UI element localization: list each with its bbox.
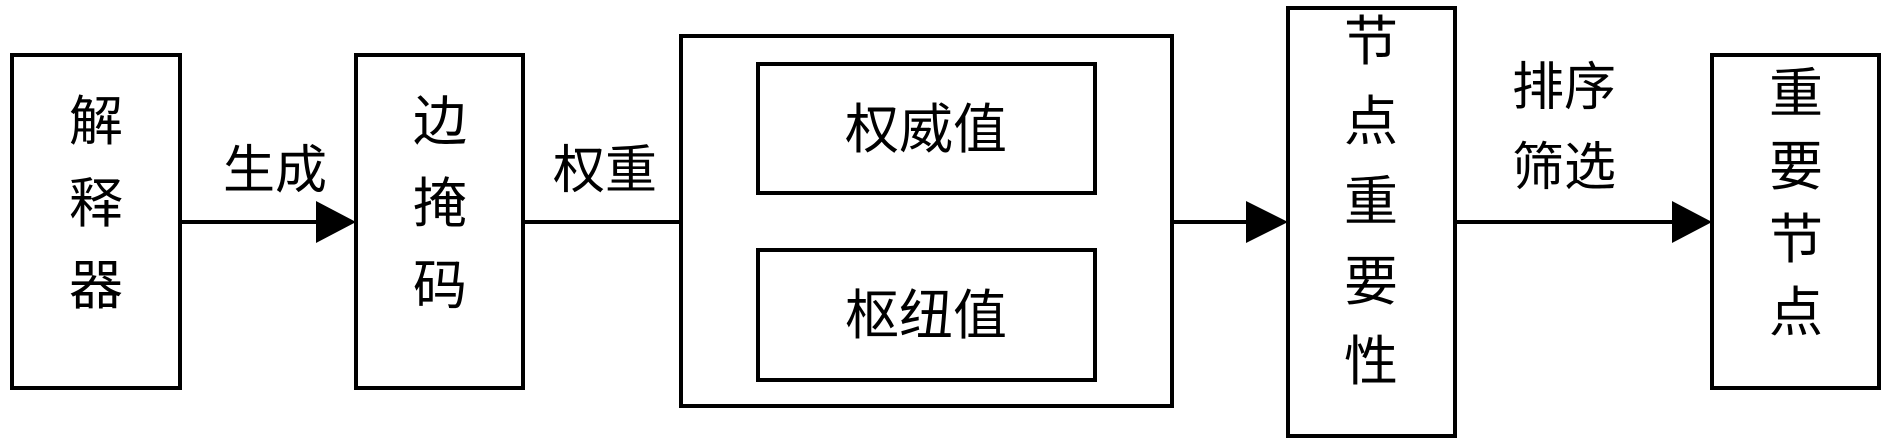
arrowhead-result: [1672, 201, 1712, 243]
authority-box: [756, 62, 1097, 195]
hub-label: 枢纽值: [845, 284, 1007, 347]
edge-label-generate: 生成: [223, 141, 327, 201]
nodes: [10, 6, 1881, 438]
hub-box: [756, 248, 1097, 382]
node-importance-box: [1286, 6, 1457, 438]
arrowhead-importance: [1246, 201, 1288, 243]
edge-mask-label: 边掩码: [413, 90, 467, 317]
edge-mask-box: [354, 53, 525, 390]
explainer-label: 解释器: [69, 90, 123, 317]
edge-labels: 生成 权重 排序 筛选: [223, 58, 1616, 201]
node-labels: 解释器 边掩码 权威值 枢纽值 节点重要性 重要节点: [69, 10, 1823, 393]
edge-label-filter: 筛选: [1512, 138, 1616, 198]
explainer-box: [10, 53, 182, 390]
edge-label-weight: 权重: [553, 141, 657, 201]
edge-label-sort: 排序: [1512, 58, 1616, 118]
node-importance-label: 节点重要性: [1344, 10, 1398, 393]
authority-label: 权威值: [845, 98, 1007, 161]
important-nodes-box: [1710, 53, 1881, 390]
arrowhead-mask: [316, 201, 356, 243]
important-nodes-label: 重要节点: [1769, 62, 1823, 344]
